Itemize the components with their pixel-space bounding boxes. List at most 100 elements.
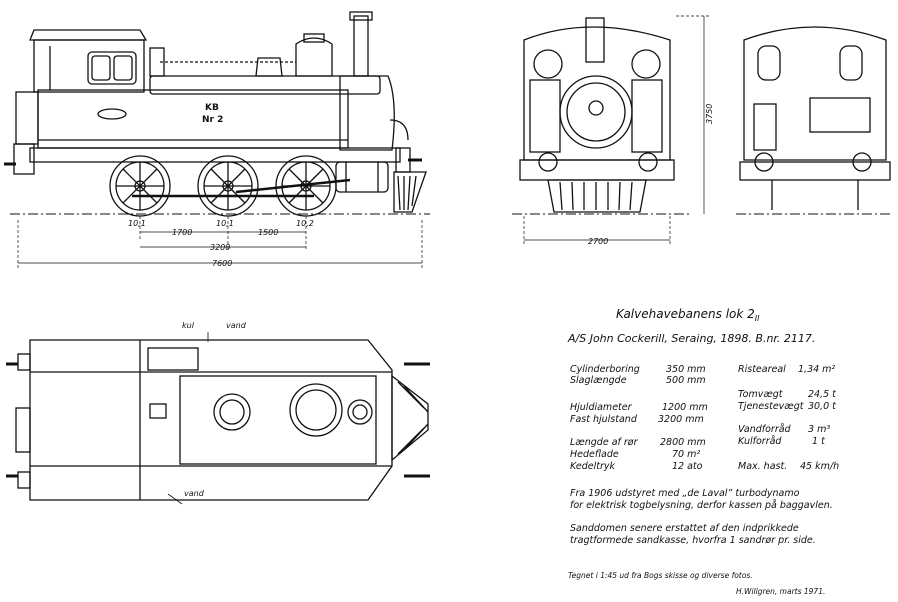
- rear-buffer-right: [852, 152, 872, 172]
- plan-sand-dome: [213, 393, 251, 431]
- front-window-right: [631, 49, 661, 79]
- specs-right: Risteareal 1,34 m² Tomvægt 24,5 t Tjenes…: [738, 364, 839, 472]
- rear-window-right: [839, 45, 863, 81]
- plan-cowcatcher: [391, 374, 429, 462]
- chimney: [353, 15, 369, 77]
- plan-chimney: [347, 399, 373, 425]
- rear-buffer-beam-2: [739, 161, 891, 181]
- cowcatcher: [393, 171, 427, 213]
- spec-right-value-2: 30,0 t: [808, 401, 837, 412]
- front-dimensions: [523, 15, 710, 244]
- axle-3-label: 10,2: [296, 219, 314, 228]
- cab-roof: [29, 29, 148, 41]
- axle-1-label: 10,1: [128, 219, 146, 228]
- spec-left-label-6: Kedeltryk: [570, 461, 616, 472]
- spec-right-label-5: Max. hast.: [738, 461, 787, 472]
- side-tank: [37, 89, 349, 149]
- front-tank-left: [529, 79, 561, 153]
- front-view: [512, 17, 690, 215]
- spec-left-label-2: Hjuldiameter: [570, 402, 633, 413]
- spec-right-value-1: 24,5 t: [808, 389, 837, 400]
- spec-left-label-5: Hedeflade: [570, 449, 619, 460]
- front-handrail: [389, 119, 409, 141]
- spec-left-value-3: 3200 mm: [658, 414, 704, 425]
- front-buffer-beam: [395, 147, 411, 173]
- dim-3750-label: 3750: [705, 104, 714, 124]
- plan-label-vand-top: vand: [226, 321, 247, 330]
- spec-left-value-0: 350 mm: [666, 364, 706, 375]
- plan-label-kul: kul: [182, 321, 195, 330]
- smokebox-handle: [588, 100, 604, 116]
- spec-right-label-1: Tomvægt: [738, 389, 784, 400]
- front-cowcatcher: [547, 179, 647, 213]
- front-window-left: [533, 49, 563, 79]
- spec-right-label-2: Tjenestevægt: [738, 401, 805, 412]
- rear-buffer-beam: [13, 143, 35, 175]
- notes: Fra 1906 udstyret med „de Laval” turbody…: [570, 488, 833, 546]
- side-elevation: KB Nr 2: [4, 11, 430, 217]
- rear-window-left: [757, 45, 781, 81]
- plan-outline: [29, 339, 393, 501]
- drawing-title: Kalvehavebanens lok 2II: [616, 307, 760, 323]
- spec-right-value-3: 3 m³: [808, 424, 830, 435]
- safety-valve: [149, 47, 165, 77]
- smokebox: [339, 75, 395, 151]
- plan-safety-valve: [149, 403, 167, 419]
- spec-left-value-2: 1200 mm: [662, 402, 708, 413]
- spec-left-label-0: Cylinderboring: [570, 364, 640, 375]
- cylinder: [335, 161, 389, 193]
- rear-view: [736, 26, 892, 215]
- builder-line: A/S John Cockerill, Seraing, 1898. B.nr.…: [567, 332, 815, 345]
- emblem-text: KB: [205, 103, 219, 113]
- number-text: Nr 2: [202, 115, 223, 125]
- scale-note: Tegnet i 1:45 ud fra Bogs skisse og dive…: [568, 571, 753, 580]
- specs-left: Cylinderboring 350 mm Slaglængde 500 mm …: [570, 364, 708, 472]
- frame: [29, 147, 401, 163]
- spec-right-value-5: 45 km/h: [800, 461, 839, 472]
- plan-coal-hatch: [147, 347, 199, 371]
- spec-left-value-5: 70 m²: [672, 449, 700, 460]
- signature: H.Willgren, marts 1971.: [736, 587, 825, 596]
- rear-cab-outline: [743, 26, 887, 161]
- note-line-2: Sanddomen senere erstattet af den indpri…: [570, 523, 799, 534]
- front-buffer-left: [538, 152, 558, 172]
- driving-wheel-2: [197, 155, 259, 217]
- spec-right-label-3: Vandforråd: [738, 424, 792, 435]
- note-line-3: tragtformede sandkasse, hvorfra 1 sandrø…: [570, 535, 816, 546]
- boiler: [149, 75, 381, 95]
- spec-left-value-1: 500 mm: [666, 375, 706, 386]
- spec-left-value-4: 2800 mm: [660, 437, 706, 448]
- spec-left-label-3: Fast hjulstand: [570, 414, 638, 425]
- plan-steam-dome: [289, 383, 343, 437]
- note-line-1: for elektrisk togbelysning, derfor kasse…: [570, 500, 833, 511]
- dynamo-box: [809, 97, 871, 133]
- dim-1500-label: 1500: [258, 228, 278, 237]
- connecting-rod: [235, 178, 351, 194]
- plan-boiler: [179, 375, 377, 465]
- spec-right-label-0: Risteareal: [738, 364, 786, 375]
- rear-buffer-left: [754, 152, 774, 172]
- front-cab-outline: [523, 26, 671, 161]
- dim-2700-label: 2700: [588, 237, 608, 246]
- front-buffer-right: [638, 152, 658, 172]
- driving-wheel-1: [109, 155, 171, 217]
- plan-view: [6, 332, 430, 505]
- spec-right-label-4: Kulforråd: [738, 436, 782, 447]
- front-tank-right: [631, 79, 663, 153]
- dim-3200-label: 3200: [210, 243, 230, 252]
- smokebox-door: [559, 75, 633, 149]
- spec-left-label-4: Længde af rør: [570, 437, 639, 448]
- dim-1700-label: 1700: [172, 228, 192, 237]
- dim-7600-label: 7600: [212, 259, 232, 268]
- cab-window: [87, 51, 137, 85]
- spec-left-label-1: Slaglængde: [570, 375, 627, 386]
- spec-left-value-6: 12 ato: [672, 461, 703, 472]
- rear-door: [753, 103, 777, 151]
- side-dimensions: [17, 216, 423, 268]
- builder-plate: [97, 108, 127, 120]
- rear-box: [15, 91, 39, 145]
- front-chimney: [585, 17, 605, 63]
- drawing-title-suffix: II: [755, 314, 760, 323]
- plan-label-vand-bottom: vand: [184, 489, 205, 498]
